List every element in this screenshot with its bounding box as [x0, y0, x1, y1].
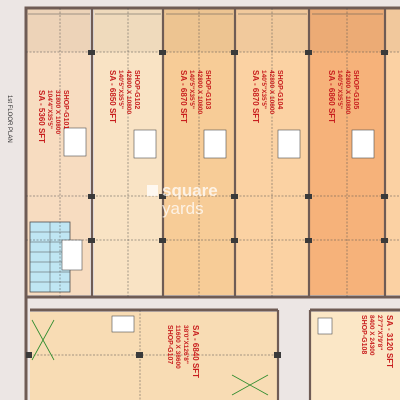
shop-dims: 42800 X 10800 [268, 70, 275, 114]
shop-area: SA - 6860 SFT [327, 70, 336, 123]
shop-dims: 31800 X 10800 [54, 90, 61, 134]
shop-dims: 11600 X 38600 [174, 325, 181, 369]
shop-dims-ft: 140'5"X35'5" [260, 70, 267, 109]
structural-grid [26, 8, 400, 400]
shop-label-g101: SHOP-G101 31800 X 10800 104'4"X35'5" SA … [37, 90, 69, 143]
party-walls [90, 8, 387, 400]
shop-area: SA - 6850 SFT [108, 70, 117, 123]
shop-dims-ft: 140'5"X35'5" [188, 70, 195, 109]
shop-name: SHOP-G103 [204, 70, 211, 109]
shop-dims-ft: 104'4"X35'5" [46, 90, 53, 129]
shop-area: SA - 5360 SFT [37, 90, 46, 143]
shop-name: SHOP-G105 [352, 70, 359, 109]
shop-dims-ft: 38'0"X126'8" [182, 325, 189, 364]
floor-side-label: 1st FLOOR PLAN [6, 95, 12, 143]
shop-area: SA - 6870 SFT [251, 70, 260, 123]
shop-name: SHOP-G107 [166, 325, 173, 364]
shop-name: SHOP-G104 [276, 70, 283, 109]
shop-label-g104: SHOP-G104 42800 X 10800 140'5"X35'5" SA … [251, 70, 283, 123]
shop-area: SA - 3120 SFT [385, 315, 394, 368]
shop-dims-ft: 140'5"X35'5" [336, 70, 343, 109]
watermark: square yards [147, 181, 218, 218]
shop-dims-ft: 27'7"X79'8" [376, 315, 383, 350]
watermark-line2: yards [162, 199, 204, 218]
shop-name: SHOP-G101 [62, 90, 69, 129]
watermark-line1: square [162, 181, 218, 200]
shop-area: SA - 6870 SFT [179, 70, 188, 123]
shop-label-g105: SHOP-G105 42800 X 10800 140'5"X35'5" SA … [327, 70, 359, 123]
watermark-logo-icon [147, 185, 158, 196]
toilet-blocks [63, 127, 375, 335]
shop-dims: 42800 X 10800 [196, 70, 203, 114]
void-cross [31, 319, 269, 396]
shop-name: SHOP-G108 [360, 315, 367, 354]
shop-label-g102: SHOP-G102 42800 X 10800 140'5"X35'5" SA … [108, 70, 140, 123]
floor-plan-title: 1st FLOOR PLAN [6, 95, 12, 143]
shop-dims: 42800 X 10800 [125, 70, 132, 114]
lift-shaft [61, 239, 83, 271]
shop-g107-fill [30, 312, 278, 400]
shop-dims: 42800 X 10800 [344, 70, 351, 114]
shop-name: SHOP-G102 [133, 70, 140, 109]
outer-walls [24, 6, 400, 400]
shop-label-g103: SHOP-G103 42800 X 10800 140'5"X35'5" SA … [179, 70, 211, 123]
shop-area: SA - 6840 SFT [191, 325, 200, 378]
shop-dims-ft: 140'5"X35'5" [117, 70, 124, 109]
front-corridor [26, 8, 400, 52]
shop-dims: 8400 X 24300 [368, 315, 375, 356]
shop-label-g108: SHOP-G108 8400 X 24300 27'7"X79'8" SA - … [360, 315, 394, 368]
shop-g106-fill [386, 8, 400, 295]
columns [26, 50, 388, 358]
shop-label-g107: SHOP-G107 11600 X 38600 38'0"X126'8" SA … [166, 325, 200, 378]
